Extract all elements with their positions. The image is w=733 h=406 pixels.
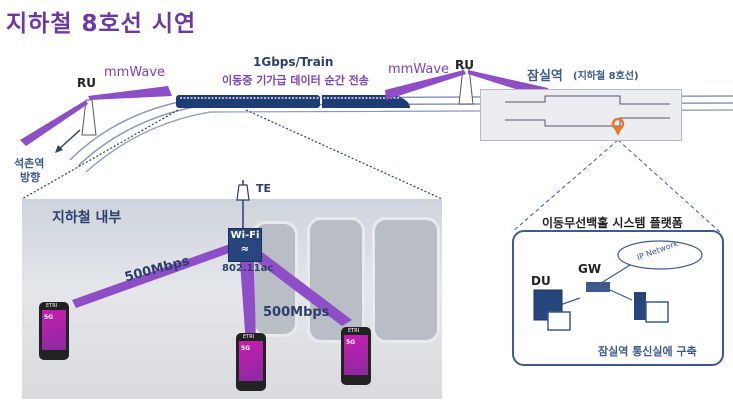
platform-connector <box>617 139 721 233</box>
train-car <box>176 95 258 108</box>
ru-label-left: RU <box>77 76 96 90</box>
mmwave-beam-right <box>385 70 466 100</box>
interior-label: 지하철 내부 <box>52 210 122 226</box>
zoom-connector <box>21 109 179 200</box>
wifi-router-icon: Wi-Fi ≈ <box>228 228 262 262</box>
mmwave-beam-left <box>88 86 172 100</box>
gw-label: GW <box>578 262 602 276</box>
direction-label-1: 석촌역 <box>14 157 45 170</box>
door-window <box>372 217 440 343</box>
ru-tower-right <box>458 67 474 105</box>
wifi-standard: 802.11ac <box>222 263 274 274</box>
ru-label-right: RU <box>455 58 474 72</box>
station-line: (지하철 8호선) <box>573 71 639 82</box>
station-layout <box>480 89 682 141</box>
platform-footer: 잠실역 통신실에 구축 <box>598 345 697 358</box>
du-label: DU <box>531 274 551 288</box>
door-window <box>307 217 365 343</box>
direction-arrow <box>57 129 81 151</box>
mmwave-label-left: mmWave <box>104 65 166 80</box>
platform-title: 이동무선백홀 시스템 플랫폼 <box>542 216 683 230</box>
wifi-signal-icon: ≈ <box>240 244 250 255</box>
zoom-connector <box>245 109 443 200</box>
train-car-front <box>322 95 410 108</box>
throughput-label: 1Gbps/Train <box>253 55 334 69</box>
mmwave-beam-left-back <box>20 100 88 146</box>
train-car <box>250 95 320 108</box>
arrow-head <box>55 145 63 153</box>
rate-label-right: 500Mbps <box>263 305 330 320</box>
page-title: 지하철 8호선 시연 <box>6 11 197 37</box>
wifi-label: Wi-Fi <box>230 230 260 241</box>
throughput-desc: 이동중 기가급 데이터 순간 전송 <box>222 74 369 87</box>
station-name: 잠실역 <box>527 69 563 84</box>
te-label: TE <box>256 182 272 195</box>
platform-connector <box>511 139 619 233</box>
mmwave-label-right: mmWave <box>388 62 450 77</box>
track-line <box>85 109 733 173</box>
direction-label-2: 방향 <box>20 171 41 184</box>
